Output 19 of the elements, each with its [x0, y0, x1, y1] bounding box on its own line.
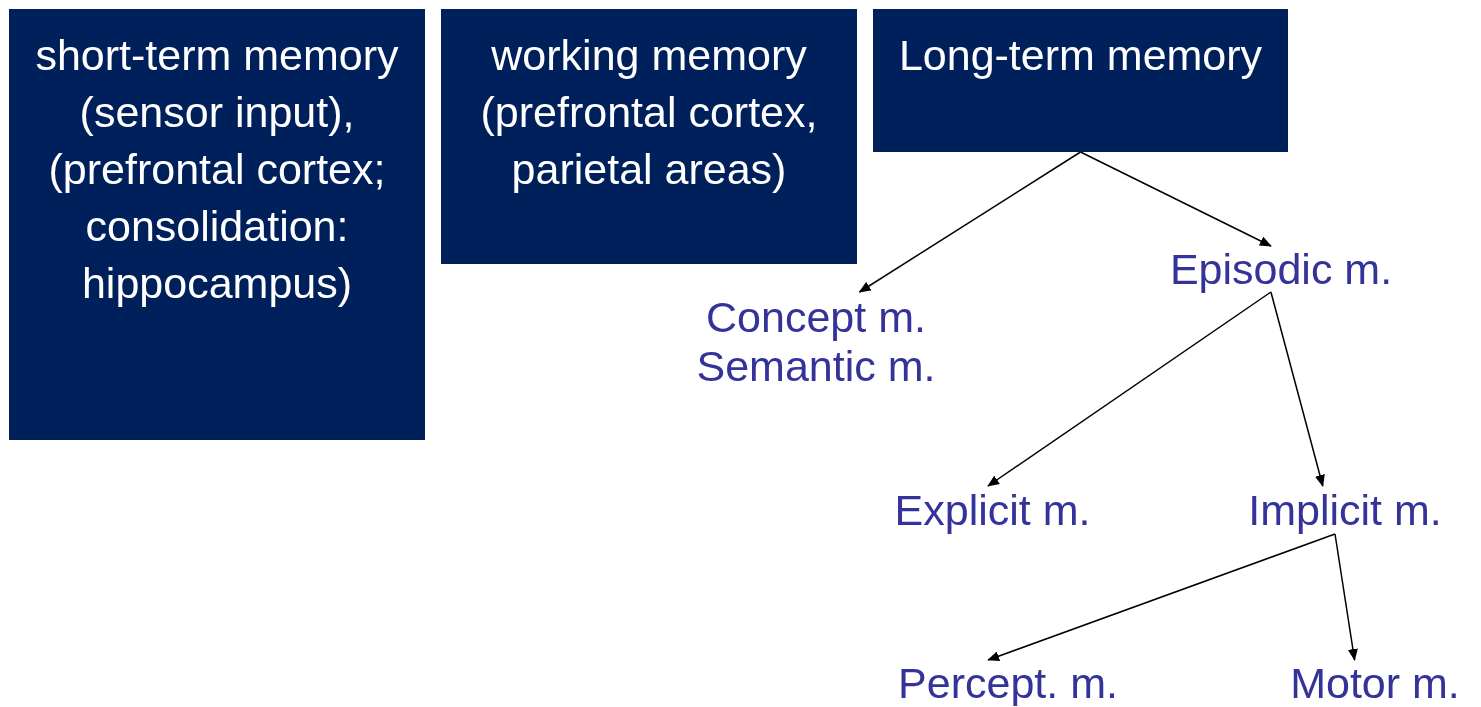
box-label: working memory (prefrontal cortex, parietal areas): [479, 30, 819, 195]
memory-type-label: Semantic m.: [696, 342, 936, 391]
box-label: short-term memory (sensor input), (prefrontal cortex; consolidation: hippocampus): [34, 30, 400, 309]
memory-type-label: Percept. m.: [898, 658, 1118, 706]
arrow: [1334, 533, 1358, 661]
memory-type-label: Explicit m.: [894, 485, 1091, 535]
memory-type-label: Motor m.: [1290, 658, 1460, 706]
memory-type-label: Concept m.: [706, 293, 926, 342]
arrow: [1270, 291, 1325, 487]
arrow: [987, 291, 1272, 487]
box-label: Long-term memory: [898, 30, 1263, 81]
memory-box: [873, 9, 1288, 152]
arrow: [1079, 151, 1272, 247]
memory-type-label: Episodic m.: [1169, 244, 1393, 294]
memory-box: [441, 9, 857, 264]
arrow: [858, 151, 1082, 293]
memory-type-label: Implicit m.: [1248, 485, 1442, 535]
memory-box: [9, 9, 425, 440]
arrow: [987, 533, 1336, 661]
